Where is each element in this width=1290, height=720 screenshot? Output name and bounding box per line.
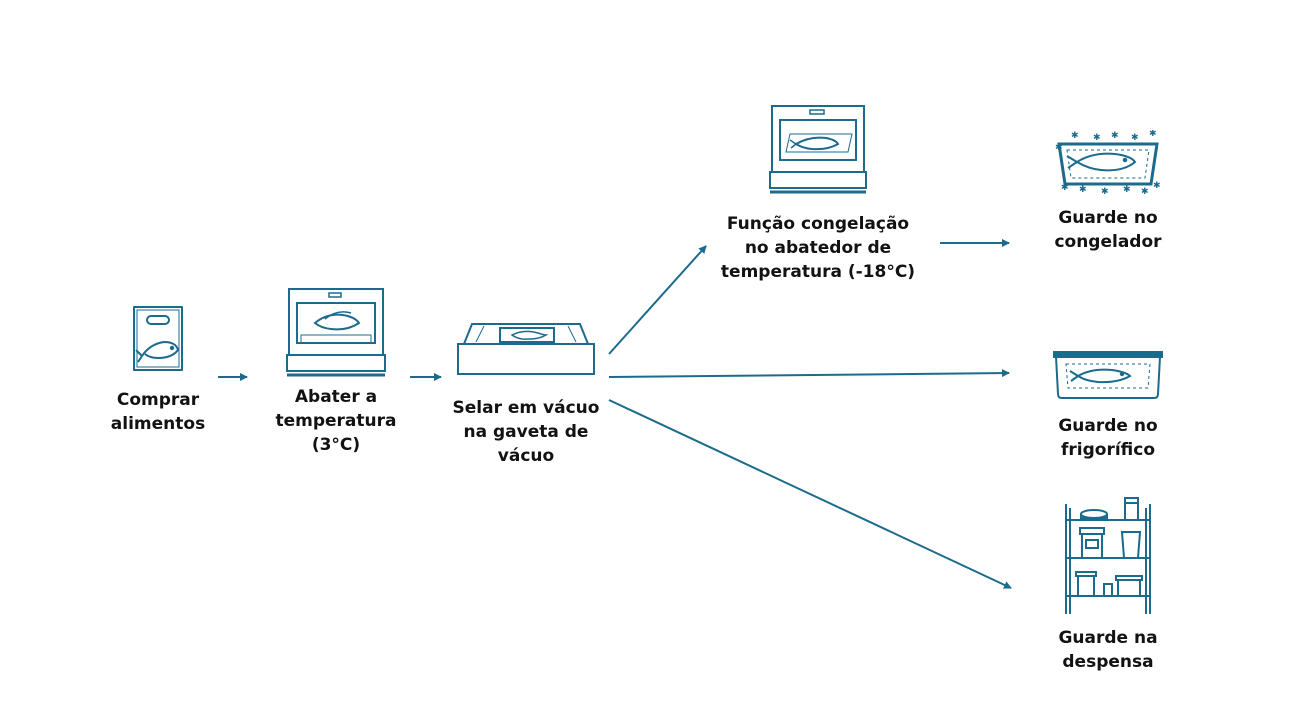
arrow-vacuum-to-pantry [608, 399, 1012, 589]
arrow-vacuum-to-freeze [608, 245, 707, 355]
pantry-shelf-icon [1065, 497, 1151, 614]
svg-text:✱: ✱ [1071, 131, 1079, 141]
blast-chiller-oven-icon [286, 288, 386, 377]
svg-text:✱: ✱ [1141, 187, 1149, 196]
svg-text:✱: ✱ [1061, 183, 1069, 193]
fridge-fish-container-icon [1053, 351, 1163, 399]
step-blast-chill: Abater a temperatura (3°C) [250, 287, 422, 457]
step-label: Guarde no frigorífico [1058, 416, 1158, 460]
step-buy-food: Comprar alimentos [88, 304, 228, 436]
svg-text:✱: ✱ [1093, 133, 1101, 143]
svg-text:✱: ✱ [1149, 130, 1157, 139]
step-fridge-storage: Guarde no frigorífico [1038, 350, 1178, 462]
step-freeze-function: Função congelação no abatedor de tempera… [718, 104, 918, 284]
freezer-oven-icon [769, 105, 867, 194]
step-vacuum-seal: Selar em vácuo na gaveta de vácuo [441, 322, 611, 468]
step-label: Função congelação no abatedor de tempera… [720, 214, 916, 282]
step-label: Abater a temperatura (3°C) [275, 387, 397, 455]
svg-text:✱: ✱ [1153, 181, 1161, 191]
svg-text:✱: ✱ [1111, 131, 1119, 141]
step-label: Selar em vácuo na gaveta de vácuo [452, 398, 600, 466]
svg-text:✱: ✱ [1055, 143, 1063, 153]
frozen-fish-icon: ✱ ✱ ✱ ✱ ✱ ✱ ✱ ✱ ✱ ✱ ✱ ✱ [1055, 130, 1161, 196]
svg-text:✱: ✱ [1079, 185, 1087, 195]
svg-text:✱: ✱ [1101, 187, 1109, 196]
step-label: Comprar alimentos [110, 390, 206, 434]
step-freezer-storage: ✱ ✱ ✱ ✱ ✱ ✱ ✱ ✱ ✱ ✱ ✱ ✱ Guarde no congelador [1038, 130, 1178, 254]
vacuum-drawer-icon [457, 323, 595, 375]
arrow-vacuum-to-fridge [608, 369, 1010, 378]
svg-text:✱: ✱ [1123, 185, 1131, 195]
shopping-bag-fish-icon [133, 306, 183, 371]
step-pantry-storage: Guarde na despensa [1038, 494, 1178, 674]
step-label: Guarde no congelador [1054, 208, 1162, 252]
step-label: Guarde na despensa [1058, 628, 1158, 672]
svg-text:✱: ✱ [1131, 133, 1139, 143]
